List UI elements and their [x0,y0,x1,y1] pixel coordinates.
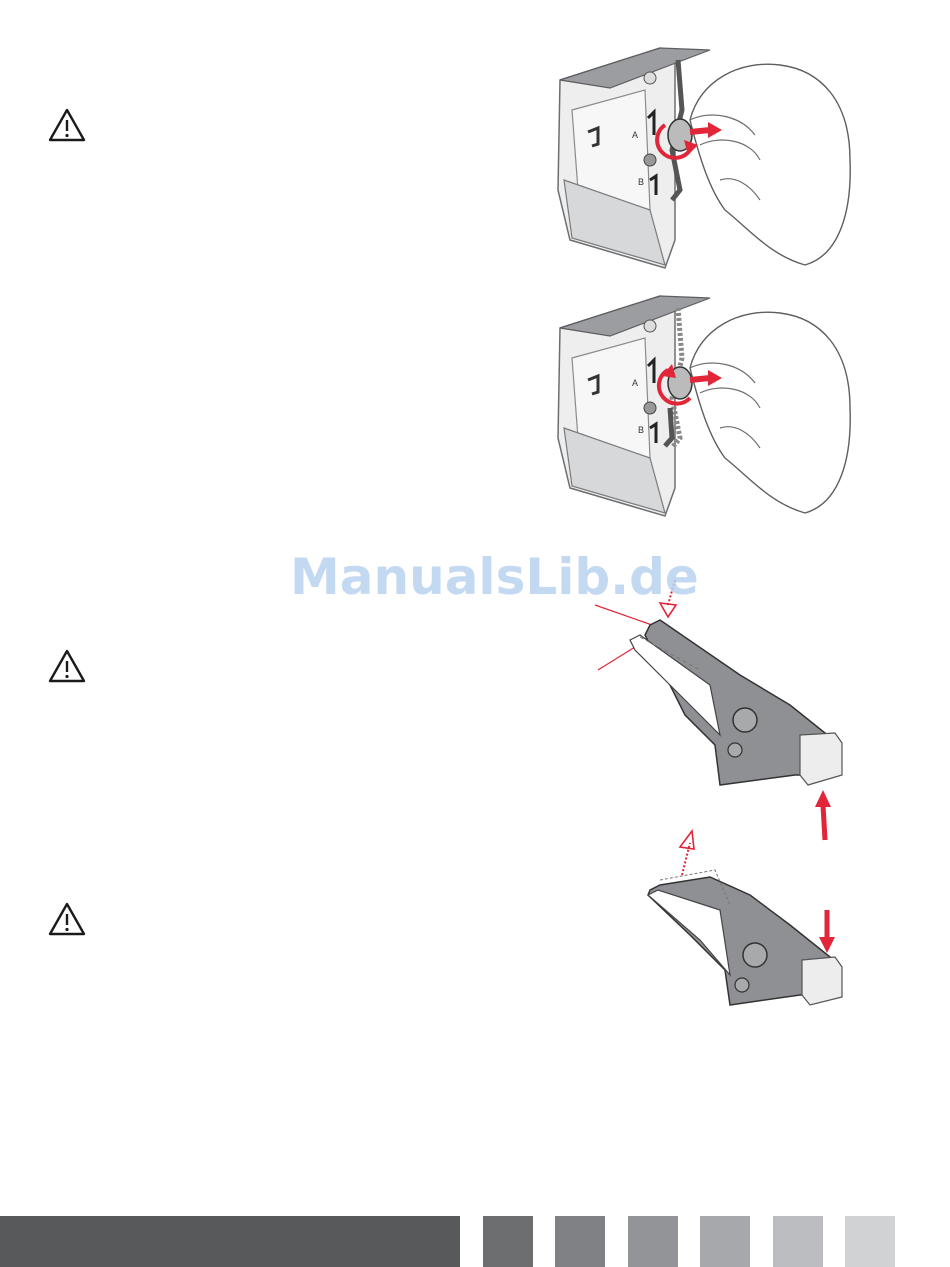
watermark: ManualsLib.de [290,548,670,606]
presser-foot-illustration-1: A B [550,40,860,270]
warning-triangle-icon [48,649,86,683]
footer-main-bar [0,1216,460,1267]
presser-foot-part-illustration-2 [630,825,850,1030]
label-b: B [638,177,644,187]
footer-block [700,1216,750,1267]
footer-block [483,1216,533,1267]
presser-foot-illustration-2: A B [550,288,860,518]
label-a: A [632,378,638,388]
warning-triangle-icon [48,902,86,936]
footer-block [628,1216,678,1267]
footer-block [845,1216,895,1267]
warning-triangle-icon [48,108,86,142]
label-b: B [638,425,644,435]
presser-foot-part-illustration-1 [590,575,850,845]
footer-block [773,1216,823,1267]
label-a: A [632,130,638,140]
footer-block [555,1216,605,1267]
